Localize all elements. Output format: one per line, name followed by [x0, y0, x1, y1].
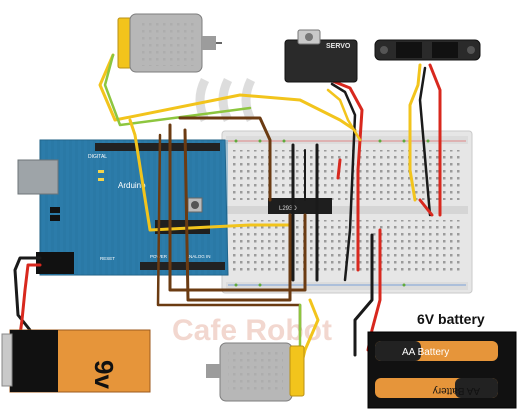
chip-label: L293D: [279, 206, 297, 212]
nine-volt-label: 9v: [89, 360, 119, 389]
nine-volt-battery: 9v: [1, 329, 151, 393]
digital-header-label: DIGITAL: [88, 154, 107, 160]
six-volt-battery-label: 6V battery: [417, 311, 485, 327]
dc-jack: [36, 252, 74, 274]
servo-label: SERVO: [326, 43, 351, 50]
aa-battery-bottom-label: AA Battery: [433, 385, 480, 396]
dc-motor-bottom: [206, 342, 305, 402]
usb-jack: [17, 159, 59, 195]
watermark-text: Cafe Robot: [172, 314, 332, 347]
reset-label: RESET: [100, 256, 115, 261]
aa-battery-top-label: AA Battery: [402, 347, 449, 358]
distance-sensor: [374, 39, 481, 61]
arduino-logo-text: Arduino: [118, 181, 146, 190]
aa-battery-pack: AA Battery AA Battery: [367, 331, 517, 409]
servo: SERVO: [284, 29, 358, 83]
wires: [13, 53, 442, 374]
l293d-chip: L293D: [268, 198, 332, 214]
arduino-board: DIGITAL POWER ANALOG IN RESET Arduino: [17, 139, 229, 276]
analog-header-label: ANALOG IN: [186, 254, 211, 259]
dc-motor-top: [117, 13, 222, 73]
